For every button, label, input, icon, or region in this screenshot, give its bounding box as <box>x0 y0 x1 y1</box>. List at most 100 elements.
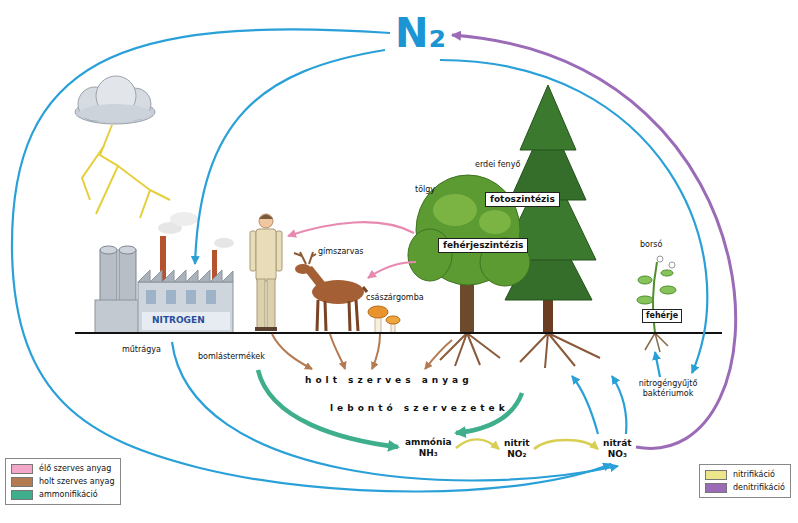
legend-swatch <box>11 490 33 500</box>
legend-entry: holt szerves anyag <box>11 475 115 488</box>
text-label: holt szerves anyag <box>305 375 473 386</box>
pea-plant <box>637 256 676 352</box>
cloud-part <box>79 104 151 122</box>
pea-plant-part <box>657 256 663 262</box>
mushrooms-part <box>386 316 400 324</box>
legend-text: élő szerves anyag <box>39 464 111 474</box>
compound-node: nitrátNO₃ <box>601 437 634 461</box>
node-text: NO₂ <box>504 449 530 460</box>
cycle-arrow <box>534 440 598 449</box>
node-text: nitrát <box>603 438 632 449</box>
text-label: műtrágya <box>122 345 161 355</box>
factory-part <box>95 300 140 333</box>
nitrogen-uptake-arrows-part <box>655 352 660 377</box>
nitrogen-uptake-arrows <box>172 50 707 480</box>
lightning <box>82 125 170 218</box>
legend-swatch <box>705 483 727 493</box>
node-text: NH₃ <box>405 448 452 459</box>
ground-line <box>75 332 722 334</box>
compound-node: ammóniaNH₃ <box>403 436 454 460</box>
living-matter-arrows <box>288 222 416 278</box>
deer-part <box>317 300 358 331</box>
legend-swatch <box>11 477 33 487</box>
dead-matter-arrows <box>272 334 452 369</box>
legend-text: holt szerves anyag <box>39 477 115 487</box>
man-part <box>250 231 256 271</box>
pea-plant-part <box>661 270 673 276</box>
lightning-part <box>150 190 170 200</box>
pea-plant-part <box>669 262 675 268</box>
cycle-arrow <box>12 29 611 491</box>
factory <box>95 212 234 333</box>
nitrogen-uptake-arrows-part <box>572 376 598 434</box>
text-label: bomlástermékek <box>198 352 265 362</box>
factory-part <box>186 290 196 304</box>
mushrooms-part <box>368 306 388 318</box>
legend-entry: élő szerves anyag <box>11 462 115 475</box>
text-label: borsó <box>640 240 662 250</box>
substance-box: fehérje <box>642 309 682 323</box>
lightning-part <box>118 166 150 218</box>
man-part <box>276 231 282 271</box>
legend-swatch <box>705 470 727 480</box>
nitrogen-uptake-arrows-part <box>195 50 385 264</box>
factory-part <box>142 312 230 330</box>
cloud <box>75 76 155 124</box>
lightning-part <box>96 125 118 214</box>
dead-matter-arrows-part <box>272 334 312 369</box>
man-part <box>259 215 273 220</box>
node-text: fehérje <box>646 311 678 321</box>
oak-tree-part <box>479 210 511 234</box>
oak-tree-part <box>433 194 477 226</box>
text-label: erdei fenyő <box>475 160 520 170</box>
legend-box: nitrifikációdenitrifikáció <box>699 464 791 498</box>
text-label: nitrogéngyűjtő baktériumok <box>629 379 707 399</box>
pine-tree-part <box>520 85 576 150</box>
pea-plant-part <box>660 286 676 294</box>
text-label: lebontó szervezetek <box>330 403 509 414</box>
lightning-part <box>82 146 104 200</box>
legend-text: nitrifikáció <box>733 470 775 480</box>
factory-part <box>100 246 117 254</box>
dead-matter-arrows-part <box>425 340 452 369</box>
man-part <box>256 229 276 281</box>
living-matter-arrows-part <box>368 262 416 278</box>
text-label: császárgomba <box>366 293 424 303</box>
man-part <box>259 214 273 228</box>
node-text: ammónia <box>405 437 452 448</box>
text-label: tölgy <box>415 185 435 195</box>
living-matter-arrows-part <box>288 222 414 236</box>
deer-part <box>363 287 367 292</box>
pea-plant-part <box>637 296 653 304</box>
factory-part <box>214 238 234 248</box>
man-part <box>266 327 277 331</box>
tree-roots <box>440 333 600 368</box>
deer-part <box>294 252 316 264</box>
factory-part <box>138 270 233 282</box>
legend-text: ammonifikáció <box>39 490 98 500</box>
deer <box>294 252 367 331</box>
dead-matter-arrows-part <box>372 334 380 369</box>
mushrooms <box>368 306 400 333</box>
man-part <box>267 279 275 329</box>
legend-swatch <box>11 464 33 474</box>
deer-part <box>295 264 311 274</box>
nitrogen-uptake-arrows-part <box>172 342 618 480</box>
dead-matter-arrows-part <box>330 334 345 369</box>
pea-plant-part <box>638 276 652 284</box>
cycle-arrow <box>456 439 499 449</box>
legend-entry: denitrifikáció <box>705 481 785 494</box>
pea-plant-part <box>645 333 668 352</box>
legend-box: élő szerves anyag holt szerves anyag ammon… <box>5 458 121 505</box>
legend-entry: ammonifikáció <box>11 488 115 501</box>
text-label: NITROGEN <box>150 315 207 326</box>
oak-tree-part <box>408 229 452 281</box>
factory-part <box>138 282 233 333</box>
factory-part <box>206 290 216 304</box>
gas-label: N₂ <box>392 10 449 56</box>
man <box>250 214 282 331</box>
tree-roots-part <box>520 333 600 368</box>
